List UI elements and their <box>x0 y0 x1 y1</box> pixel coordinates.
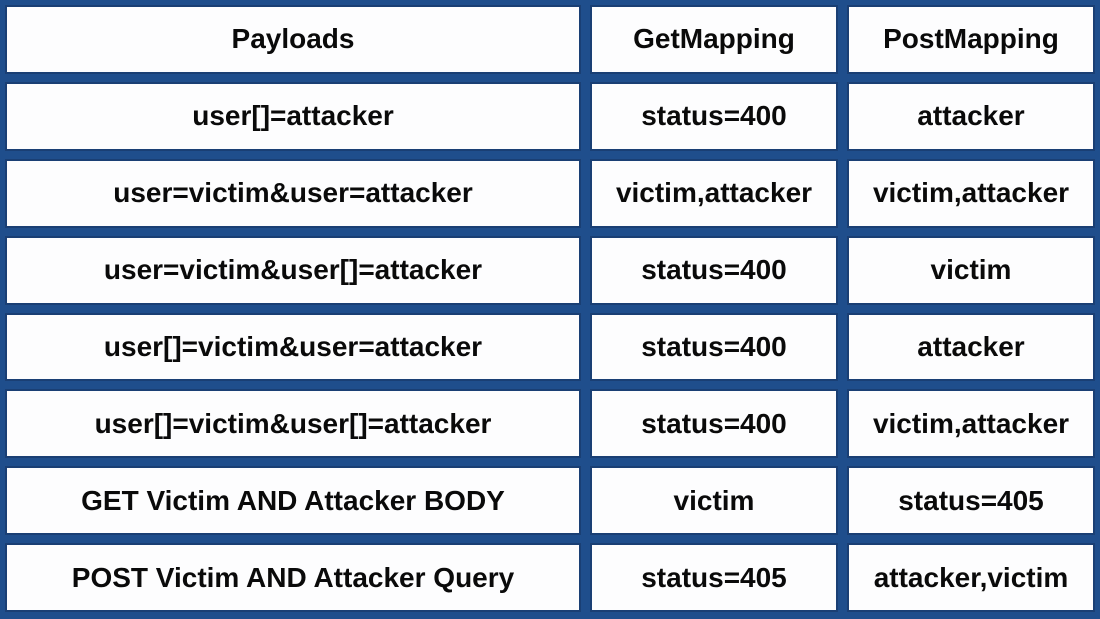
postmapping-result-cell: victim,attacker <box>847 389 1095 459</box>
postmapping-result-cell: status=405 <box>847 466 1095 536</box>
getmapping-result-cell: status=400 <box>590 312 838 382</box>
postmapping-result-cell: victim,attacker <box>847 158 1095 228</box>
header-cell-payloads: Payloads <box>5 5 581 74</box>
postmapping-result-cell: attacker <box>847 312 1095 382</box>
header-cell-postmapping: PostMapping <box>847 5 1095 74</box>
getmapping-result-cell: status=400 <box>590 235 838 305</box>
payload-cell: user[]=victim&user=attacker <box>5 312 581 382</box>
getmapping-result-cell: victim <box>590 466 838 536</box>
getmapping-result-cell: status=400 <box>590 81 838 151</box>
postmapping-result-cell: attacker <box>847 81 1095 151</box>
getmapping-result-cell: status=400 <box>590 389 838 459</box>
payload-cell: GET Victim AND Attacker BODY <box>5 466 581 536</box>
payload-cell: user=victim&user=attacker <box>5 158 581 228</box>
postmapping-result-cell: victim <box>847 235 1095 305</box>
postmapping-result-cell: attacker,victim <box>847 543 1095 612</box>
payload-cell: user=victim&user[]=attacker <box>5 235 581 305</box>
payload-cell: POST Victim AND Attacker Query <box>5 543 581 612</box>
payload-cell: user[]=victim&user[]=attacker <box>5 389 581 459</box>
header-cell-getmapping: GetMapping <box>590 5 838 74</box>
getmapping-result-cell: victim,attacker <box>590 158 838 228</box>
getmapping-result-cell: status=405 <box>590 543 838 612</box>
payload-cell: user[]=attacker <box>5 81 581 151</box>
